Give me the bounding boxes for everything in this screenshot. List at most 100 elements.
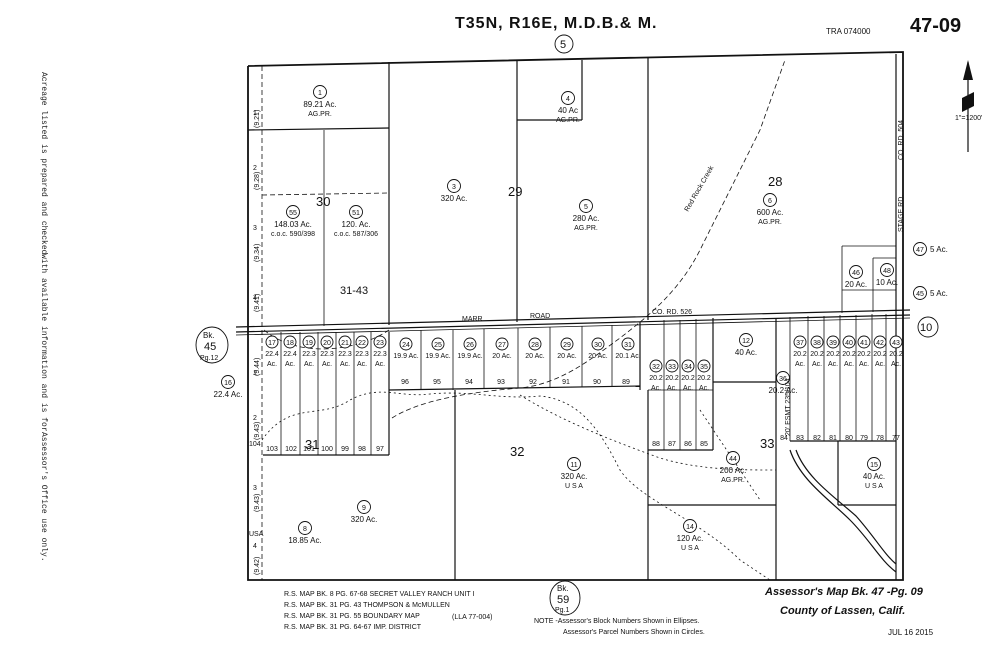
svg-text:6: 6 [768, 198, 772, 205]
svg-text:20 Ac.: 20 Ac. [525, 353, 545, 360]
svg-text:USA: USA [249, 531, 264, 538]
svg-text:22.3: 22.3 [320, 351, 334, 358]
svg-text:Ac.: Ac. [891, 361, 901, 368]
svg-text:27: 27 [498, 342, 506, 349]
block-ellipse-top [554, 34, 574, 54]
svg-text:Bk.: Bk. [203, 331, 215, 340]
left-dimensions: (9.21) (9.28) (9.34) (9.41) (9.44) (9.43… [254, 110, 261, 575]
svg-text:35: 35 [700, 364, 708, 371]
section-32: 32 [510, 444, 524, 459]
svg-text:20 Ac.: 20 Ac. [845, 280, 867, 289]
svg-text:22.4: 22.4 [265, 351, 279, 358]
svg-text:20 Ac.: 20 Ac. [557, 353, 577, 360]
svg-text:1: 1 [318, 90, 322, 97]
svg-text:1: 1 [253, 110, 257, 117]
svg-text:(9.43): (9.43) [254, 494, 261, 512]
svg-text:U S A: U S A [865, 483, 883, 490]
svg-text:R.S. MAP BK. 31 PG. 43 THOMPSO: R.S. MAP BK. 31 PG. 43 THOMPSON & McMULL… [284, 602, 450, 609]
svg-text:34: 34 [684, 364, 692, 371]
lot-number: 102 [285, 446, 297, 453]
north-arrow-icon [962, 60, 974, 152]
svg-text:Ac.: Ac. [795, 361, 805, 368]
side-note-line: with available information and is for [39, 254, 48, 433]
svg-text:Bk.: Bk. [557, 584, 569, 593]
svg-text:120 Ac.: 120 Ac. [677, 534, 704, 543]
block-10: 10 [917, 316, 939, 338]
svg-text:R.S. MAP BK. 31 PG. 55 BOUNDAR: R.S. MAP BK. 31 PG. 55 BOUNDARY MAP [284, 613, 420, 620]
svg-text:89.21 Ac.: 89.21 Ac. [303, 100, 336, 109]
parcel-8: 818.85 Ac. [288, 521, 322, 545]
svg-text:16: 16 [224, 380, 232, 387]
svg-text:2: 2 [253, 415, 257, 422]
stage-road-curve [789, 449, 897, 573]
parcel-1: 189.21 Ac.AG.PR. [303, 85, 337, 118]
svg-text:320 Ac.: 320 Ac. [441, 194, 468, 203]
rs-maps-list: R.S. MAP BK. 8 PG. 67-68 SECRET VALLEY R… [284, 591, 492, 631]
svg-text:17: 17 [268, 340, 276, 347]
svg-text:22.3: 22.3 [373, 351, 387, 358]
lot-number: 85 [700, 441, 708, 448]
svg-text:Ac.: Ac. [357, 361, 367, 368]
red-rock-creek [391, 59, 786, 419]
svg-text:Ac.: Ac. [667, 385, 677, 392]
svg-text:22: 22 [358, 340, 366, 347]
section-31-43: 31-43 [340, 285, 368, 297]
svg-text:20 Ac.: 20 Ac. [492, 353, 512, 360]
svg-text:(9.43): (9.43) [254, 422, 261, 440]
svg-text:(9.34): (9.34) [254, 244, 261, 262]
section-29: 29 [508, 184, 522, 199]
side-note: Acreage listed is prepared and checked w… [38, 72, 98, 562]
svg-text:Ac.: Ac. [875, 361, 885, 368]
lot-number: 93 [497, 379, 505, 386]
svg-text:Ac.: Ac. [322, 361, 332, 368]
svg-text:55: 55 [289, 210, 297, 217]
date-stamp: JUL 16 2015 [888, 628, 934, 637]
lot-number: 84 [780, 435, 788, 442]
svg-text:22.3: 22.3 [338, 351, 352, 358]
strip-dividers-32-35 [663, 319, 697, 450]
svg-text:20.2 Ac.: 20.2 Ac. [769, 386, 798, 395]
svg-text:9: 9 [362, 505, 366, 512]
road-label-co-rd-526: CO. RD. 526 [652, 309, 692, 316]
section-30: 30 [316, 194, 330, 209]
svg-text:38: 38 [813, 340, 821, 347]
lot-number: 100 [321, 446, 333, 453]
svg-text:20 Ac.: 20 Ac. [588, 353, 608, 360]
svg-text:18.85 Ac.: 18.85 Ac. [288, 536, 321, 545]
svg-text:28: 28 [531, 342, 539, 349]
svg-text:26: 26 [466, 342, 474, 349]
svg-text:23: 23 [376, 340, 384, 347]
svg-text:148.03 Ac.: 148.03 Ac. [274, 220, 312, 229]
lot-number: 83 [796, 435, 804, 442]
svg-text:22.4: 22.4 [283, 351, 297, 358]
svg-text:22.4 Ac.: 22.4 Ac. [214, 390, 243, 399]
block-59: Bk. 59 Pg.1 [549, 580, 581, 616]
lot-number: 86 [684, 441, 692, 448]
svg-text:25: 25 [434, 342, 442, 349]
strip-parcel-27: 27 20 Ac. [492, 337, 512, 360]
lot-number: 97 [376, 446, 384, 453]
svg-text:21: 21 [341, 340, 349, 347]
svg-text:40 Ac: 40 Ac [558, 106, 578, 115]
road-label-road: ROAD [530, 313, 550, 320]
svg-text:Ac.: Ac. [699, 385, 709, 392]
svg-text:320 Ac.: 320 Ac. [561, 472, 588, 481]
